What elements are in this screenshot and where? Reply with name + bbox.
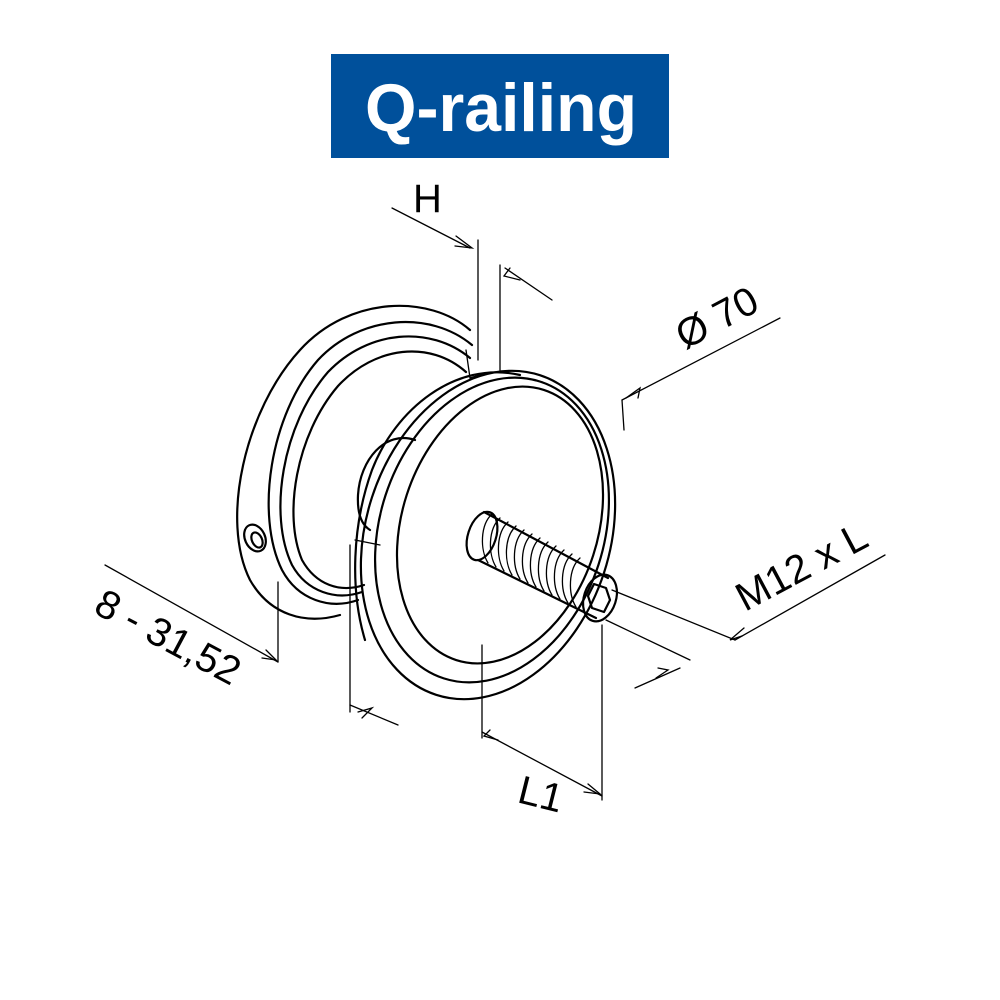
stud-end [581, 573, 619, 623]
dimension-label-diameter: Ø 70 [669, 278, 766, 358]
side-hole [243, 523, 267, 553]
glass-adapter-drawing: H Ø 70 M12 x L 8 - 31,52 [88, 177, 886, 821]
front-disc-outer [359, 369, 617, 701]
front-disc-face [395, 385, 605, 665]
back-disc-rim-3 [292, 350, 468, 590]
logo-background [331, 54, 669, 158]
front-disc [354, 369, 617, 701]
dimension-label-l1: L1 [514, 768, 568, 821]
back-disc [236, 304, 474, 620]
back-disc-rim-2 [279, 335, 472, 597]
dimension-l1 [481, 624, 603, 801]
dimension-thread [605, 554, 886, 689]
dimension-label-thread: M12 x L [729, 514, 875, 620]
side-hole-inner [250, 531, 264, 549]
thread-lines [481, 513, 581, 608]
q-railing-logo: Q-railing [331, 54, 669, 158]
threaded-stud [465, 510, 619, 623]
front-disc-edge [354, 371, 522, 642]
dimension-h [391, 207, 553, 379]
logo-text: Q-railing [365, 70, 637, 146]
back-disc-outline [236, 304, 472, 620]
dimension-label-h: H [413, 177, 442, 221]
front-disc-inner [373, 376, 611, 684]
dimension-label-thickness: 8 - 31,52 [88, 581, 248, 694]
dimension-diameter [621, 317, 781, 431]
dimension-thickness [104, 539, 399, 726]
back-disc-rim-1 [267, 320, 474, 605]
stud-base [465, 510, 499, 562]
hex-socket-icon [586, 582, 612, 614]
middle-hub [356, 437, 417, 532]
